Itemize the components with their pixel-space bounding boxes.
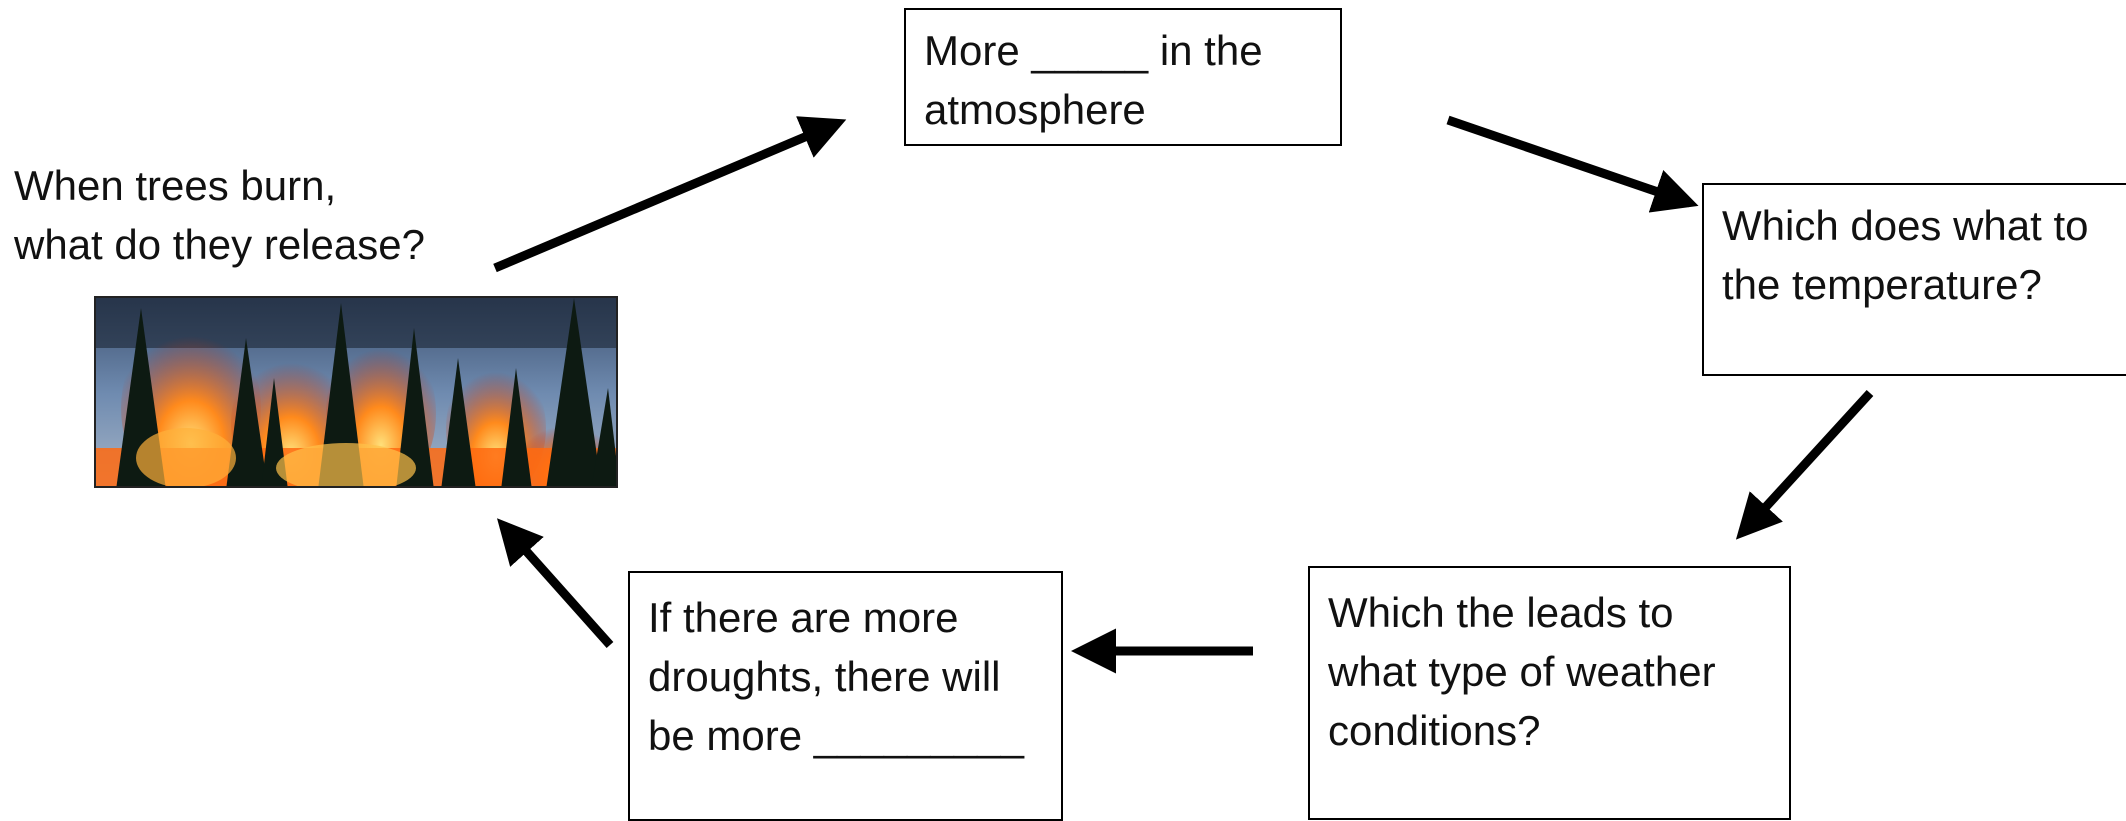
box-droughts-line-1: If there are more (648, 594, 959, 641)
box-atmosphere-line-2: atmosphere (924, 85, 1146, 133)
box-temperature-line-1: Which does what to (1722, 202, 2089, 249)
box-droughts-line-3: be more _________ (648, 711, 1024, 759)
box-weather-line-1: Which the leads to (1328, 589, 1674, 636)
box-temperature-line-2: the temperature? (1722, 260, 2042, 308)
arrow-atmosphere-to-temperature (1446, 115, 1699, 213)
arrow-temperature-to-weather (1735, 389, 1874, 540)
box-droughts: If there are more droughts, there will b… (628, 571, 1063, 821)
box-atmosphere: More _____ in the atmosphere (904, 8, 1342, 146)
caption-line-2: what do they release? (14, 220, 425, 268)
forest-fire-image (94, 296, 618, 488)
box-temperature: Which does what to the temperature? (1702, 183, 2126, 376)
box-atmosphere-line-1: More _____ in the (924, 27, 1263, 74)
arrow-fire-to-atmosphere (493, 116, 847, 273)
caption-line-1: When trees burn, (14, 162, 337, 209)
arrow-droughts-to-fire (497, 518, 614, 648)
box-weather-line-3: conditions? (1328, 706, 1541, 754)
box-weather-line-2: what type of weather (1328, 647, 1716, 695)
box-droughts-line-2: droughts, there will (648, 652, 1001, 700)
question-caption: When trees burn, what do they release? (14, 157, 425, 275)
box-weather: Which the leads to what type of weather … (1308, 566, 1791, 820)
